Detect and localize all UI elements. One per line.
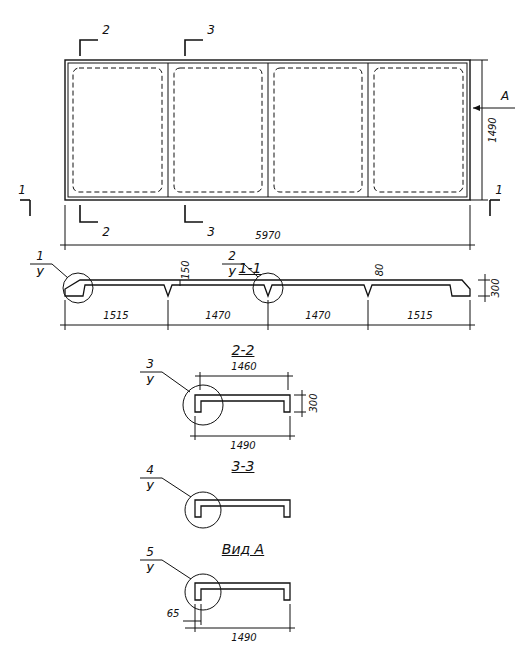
dimension: 300 — [491, 277, 501, 298]
dimension: 80 — [375, 263, 385, 278]
dimension: 1515 — [102, 311, 129, 321]
dimension: 1470 — [204, 311, 231, 321]
section-title: 2-2 — [231, 343, 256, 357]
callout-number: 4 — [145, 464, 155, 476]
dimension: 1460 — [230, 362, 257, 372]
dimension: 1490 — [230, 633, 257, 643]
dimension: 1515 — [406, 311, 433, 321]
section-mark: 1 — [494, 184, 504, 196]
callout-sheet: У — [145, 563, 154, 575]
dimension: 65 — [166, 609, 181, 619]
callout-sheet: У — [145, 481, 154, 493]
dimension: 1490 — [229, 441, 256, 451]
callout-number: 5 — [145, 546, 155, 558]
dimension: 150 — [181, 259, 191, 280]
section-mark: 2 — [101, 226, 111, 238]
callout-number: 3 — [145, 358, 155, 370]
section-mark: 2 — [101, 24, 111, 36]
callout-sheet: У — [227, 267, 236, 279]
section-mark: 3 — [206, 226, 216, 238]
dimension: 1490 — [488, 116, 498, 143]
section-mark: 1 — [17, 184, 27, 196]
dimension: 1470 — [304, 311, 331, 321]
callout-sheet: У — [35, 267, 44, 279]
callout-number: 1 — [35, 250, 45, 262]
dimension: 5970 — [254, 231, 281, 241]
section-mark: 3 — [206, 24, 216, 36]
dimension: 300 — [309, 392, 319, 413]
section-title: 1-1 — [238, 261, 263, 275]
section-title: Вид А — [221, 542, 265, 556]
view-mark: А — [500, 90, 510, 102]
section-title: 3-3 — [231, 459, 256, 473]
callout-sheet: У — [145, 375, 154, 387]
callout-number: 2 — [227, 250, 237, 262]
